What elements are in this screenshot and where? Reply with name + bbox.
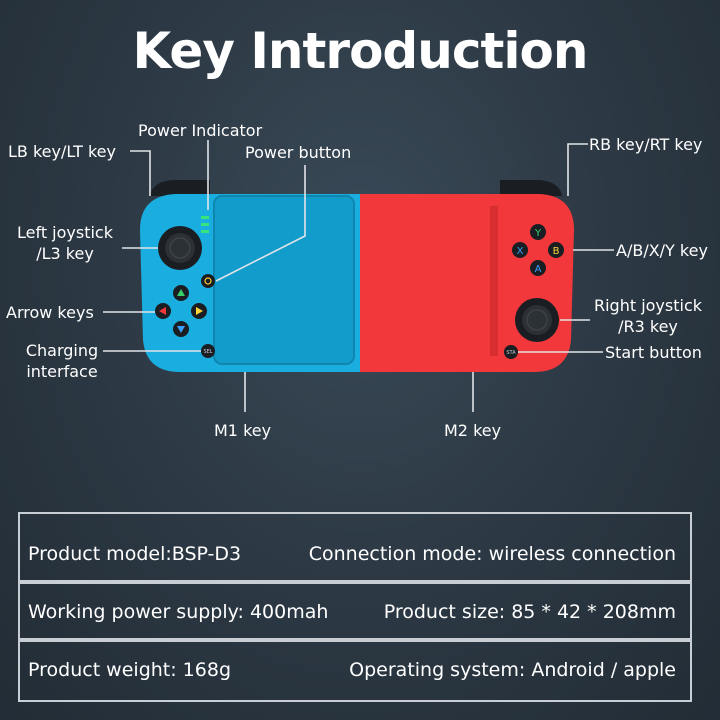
label-m2-key: M2 key	[444, 421, 502, 440]
spec-operating-system: Operating system: Android / apple	[349, 659, 676, 681]
label-power-indicator: Power Indicator	[138, 121, 263, 140]
y-text: Y	[534, 228, 542, 239]
spec-divider	[20, 640, 690, 642]
label-lb-lt-key: LB key/LT key	[8, 142, 116, 161]
label-right-joystick-line1: Right joystick	[593, 296, 703, 315]
start-button: STA	[504, 345, 518, 359]
sta-text: STA	[506, 350, 516, 356]
abxy-buttons: Y X B A	[512, 224, 564, 276]
label-left-joystick-line1: Left joystick	[16, 223, 113, 242]
label-charging-line1: Charging	[25, 341, 99, 360]
label-power-button: Power button	[245, 143, 352, 162]
spec-connection-mode: Connection mode: wireless connection	[308, 543, 676, 565]
spec-row: Working power supply: 400mah Product siz…	[20, 584, 690, 640]
label-arrow-keys: Arrow keys	[6, 303, 94, 322]
sel-button: SEL	[201, 344, 215, 358]
controller-diagram: SEL Y X B A STA	[103, 140, 614, 412]
label-rb-rt-key: RB key/RT key	[589, 135, 703, 154]
spec-row: Product model:BSP-D3 Connection mode: wi…	[20, 526, 690, 582]
spec-power-supply: Working power supply: 400mah	[28, 601, 329, 623]
spec-product-model: Product model:BSP-D3	[28, 543, 242, 565]
label-right-joystick: Right joystick /R3 key	[588, 295, 708, 337]
right-phone-holder	[360, 196, 494, 364]
x-text: X	[517, 246, 524, 257]
rb-rt-bumper	[500, 180, 562, 196]
leader-lines	[103, 140, 614, 412]
label-m1-key: M1 key	[214, 421, 272, 440]
a-text: A	[535, 264, 542, 275]
sel-text: SEL	[203, 349, 212, 355]
power-button	[201, 274, 215, 288]
label-right-joystick-line2: /R3 key	[618, 317, 678, 336]
label-charging-interface: Charging interface	[18, 340, 106, 382]
spec-product-size: Product size: 85 * 42 * 208mm	[383, 601, 676, 623]
page-title: Key Introduction	[132, 22, 589, 80]
spec-row: Product weight: 168g Operating system: A…	[20, 642, 690, 698]
label-abxy-key: A/B/X/Y key	[616, 241, 708, 260]
spec-divider	[20, 582, 690, 584]
power-indicator-leds	[201, 216, 209, 233]
label-charging-line2: interface	[26, 362, 98, 381]
label-left-joystick-line2: /L3 key	[36, 244, 94, 263]
lb-lt-bumper	[150, 180, 210, 196]
right-joystick	[515, 298, 559, 342]
specs-table: Product model:BSP-D3 Connection mode: wi…	[18, 512, 692, 702]
left-phone-holder	[214, 196, 354, 364]
label-left-joystick: Left joystick /L3 key	[10, 222, 120, 264]
arrow-keys	[155, 285, 207, 337]
label-start-button: Start button	[605, 343, 702, 362]
b-text: B	[553, 246, 560, 257]
spec-product-weight: Product weight: 168g	[28, 659, 232, 681]
left-joystick	[158, 226, 202, 270]
